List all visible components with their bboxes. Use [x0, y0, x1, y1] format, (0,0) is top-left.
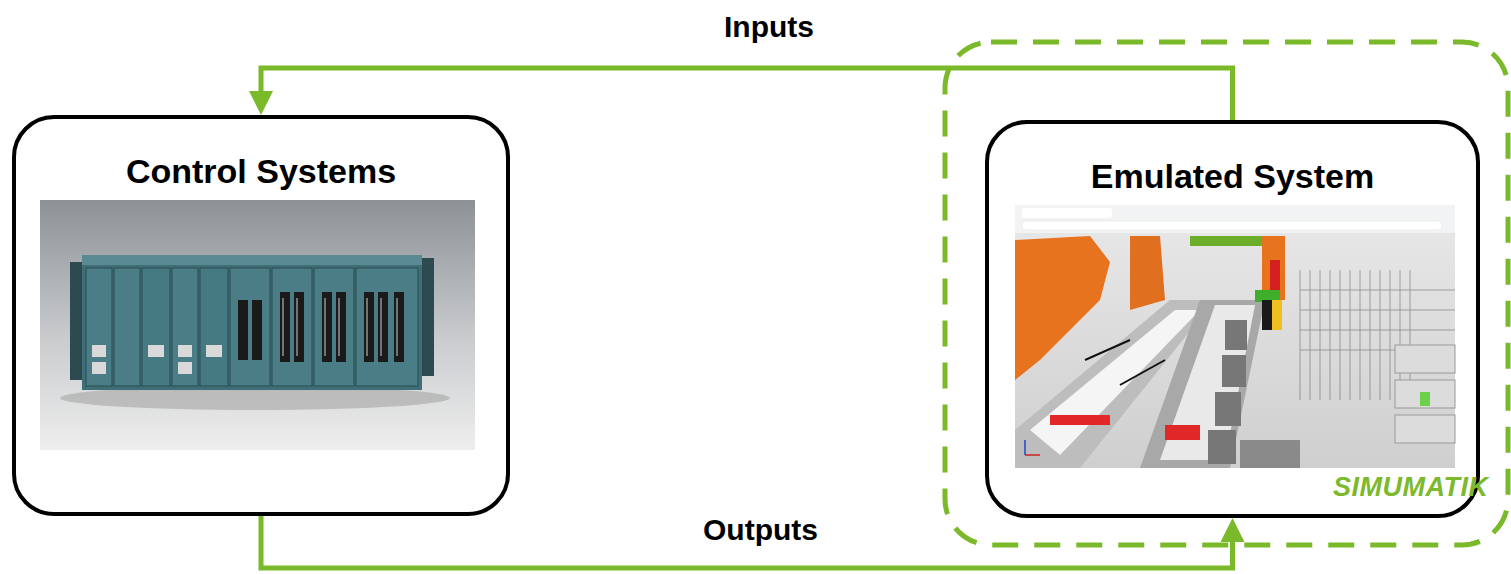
control-box: Control Systems	[12, 115, 510, 516]
emulation-screenshot	[1015, 205, 1455, 468]
dashed-region	[945, 42, 1508, 545]
arrow-head	[1221, 518, 1245, 542]
node-title: Control Systems	[16, 119, 506, 191]
plc-photo	[40, 200, 475, 450]
logo-text: SIMUMATIK	[1333, 472, 1488, 502]
signal-connector	[249, 68, 1233, 120]
arrow-head	[249, 91, 273, 115]
node-title: Emulated System	[989, 124, 1476, 196]
connector-line	[261, 68, 1233, 120]
edge-label: Inputs	[720, 9, 818, 45]
emulated-box: Emulated System	[985, 120, 1480, 518]
edge-label: Outputs	[699, 512, 822, 548]
